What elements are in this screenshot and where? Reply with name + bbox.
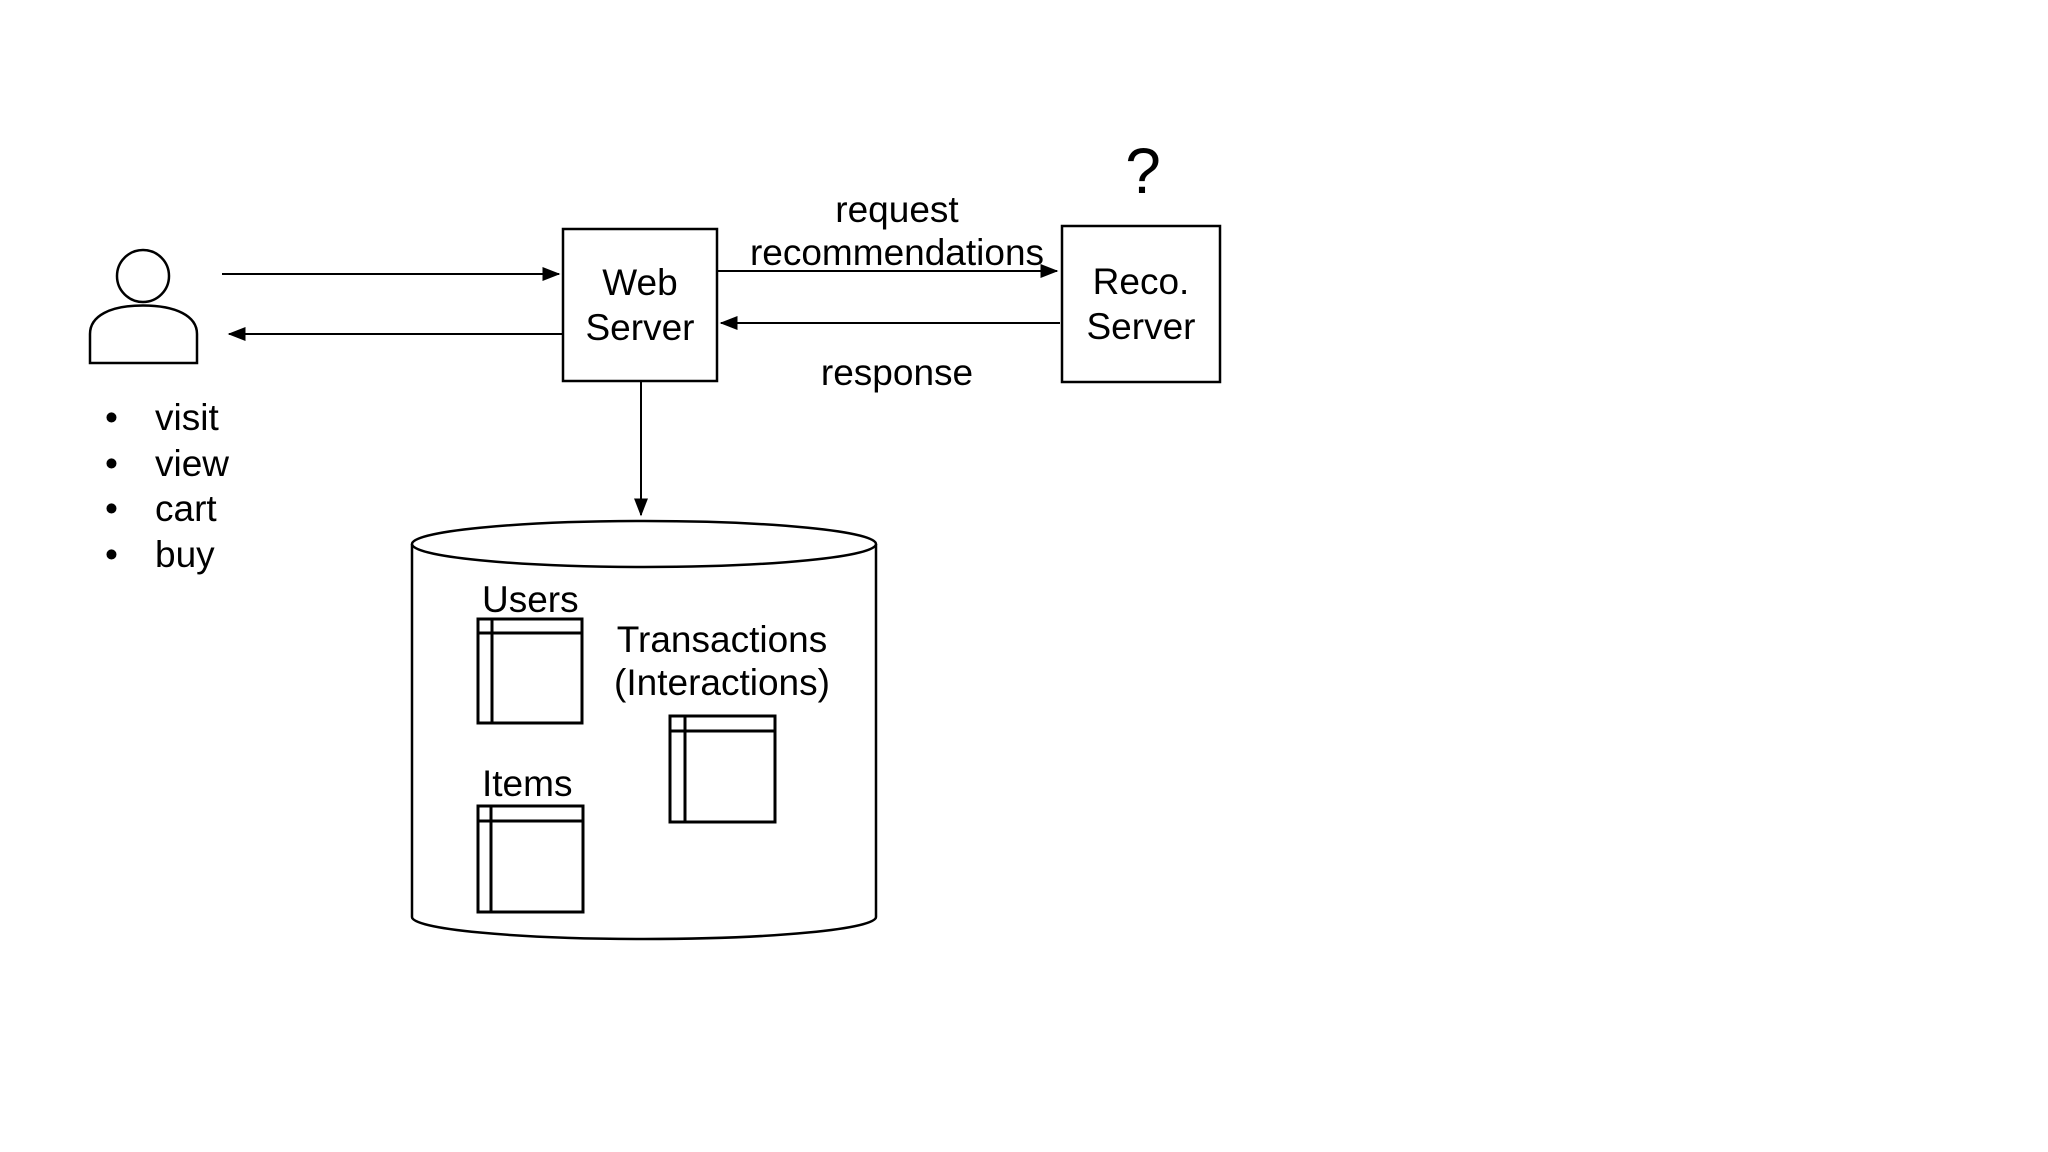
list-item: • cart bbox=[105, 486, 229, 532]
request-label-line1: request bbox=[835, 189, 959, 230]
transactions-label-line1: Transactions bbox=[616, 619, 828, 660]
transactions-label-line2: (Interactions) bbox=[614, 662, 830, 703]
list-item: • visit bbox=[105, 395, 229, 441]
list-item: • view bbox=[105, 441, 229, 487]
request-label-line2: recommendations bbox=[749, 232, 1045, 273]
request-arrow-label: request recommendations bbox=[747, 188, 1047, 274]
bullet-dot-icon: • bbox=[105, 442, 118, 484]
bullet-dot-icon: • bbox=[105, 397, 118, 438]
bullet-dot-icon: • bbox=[105, 488, 118, 529]
user-action-label: visit bbox=[155, 397, 219, 438]
reco-server-label-line2: Server bbox=[1086, 306, 1196, 347]
transactions-table-label: Transactions (Interactions) bbox=[572, 618, 872, 704]
reco-server-label-line1: Reco. bbox=[1092, 261, 1190, 302]
users-table-icon bbox=[476, 617, 584, 725]
bullet-dot-icon: • bbox=[105, 533, 118, 575]
person-icon bbox=[88, 248, 199, 365]
response-arrow-label: response bbox=[820, 352, 974, 393]
web-server-label-line1: Web bbox=[602, 262, 678, 303]
users-table-label: Users bbox=[482, 579, 579, 620]
transactions-table-icon bbox=[668, 714, 777, 824]
user-action-label: cart bbox=[155, 488, 217, 529]
items-table-icon bbox=[476, 804, 585, 914]
list-item: • buy bbox=[105, 532, 229, 578]
reco-server-label: Reco. Server bbox=[1062, 226, 1220, 382]
person-head bbox=[115, 248, 171, 304]
database-cylinder-top bbox=[410, 519, 878, 569]
web-server-label: Web Server bbox=[563, 229, 717, 381]
person-body bbox=[88, 304, 199, 365]
items-table-label: Items bbox=[482, 763, 573, 804]
reco-server-box bbox=[1060, 224, 1222, 384]
user-actions-list: • visit • view • cart • buy bbox=[105, 395, 229, 577]
user-action-label: buy bbox=[155, 533, 215, 575]
uncertainty-question-mark: ? bbox=[1125, 135, 1161, 207]
user-action-label: view bbox=[155, 442, 230, 484]
web-server-label-line2: Server bbox=[585, 307, 695, 348]
web-server-box bbox=[561, 227, 719, 383]
